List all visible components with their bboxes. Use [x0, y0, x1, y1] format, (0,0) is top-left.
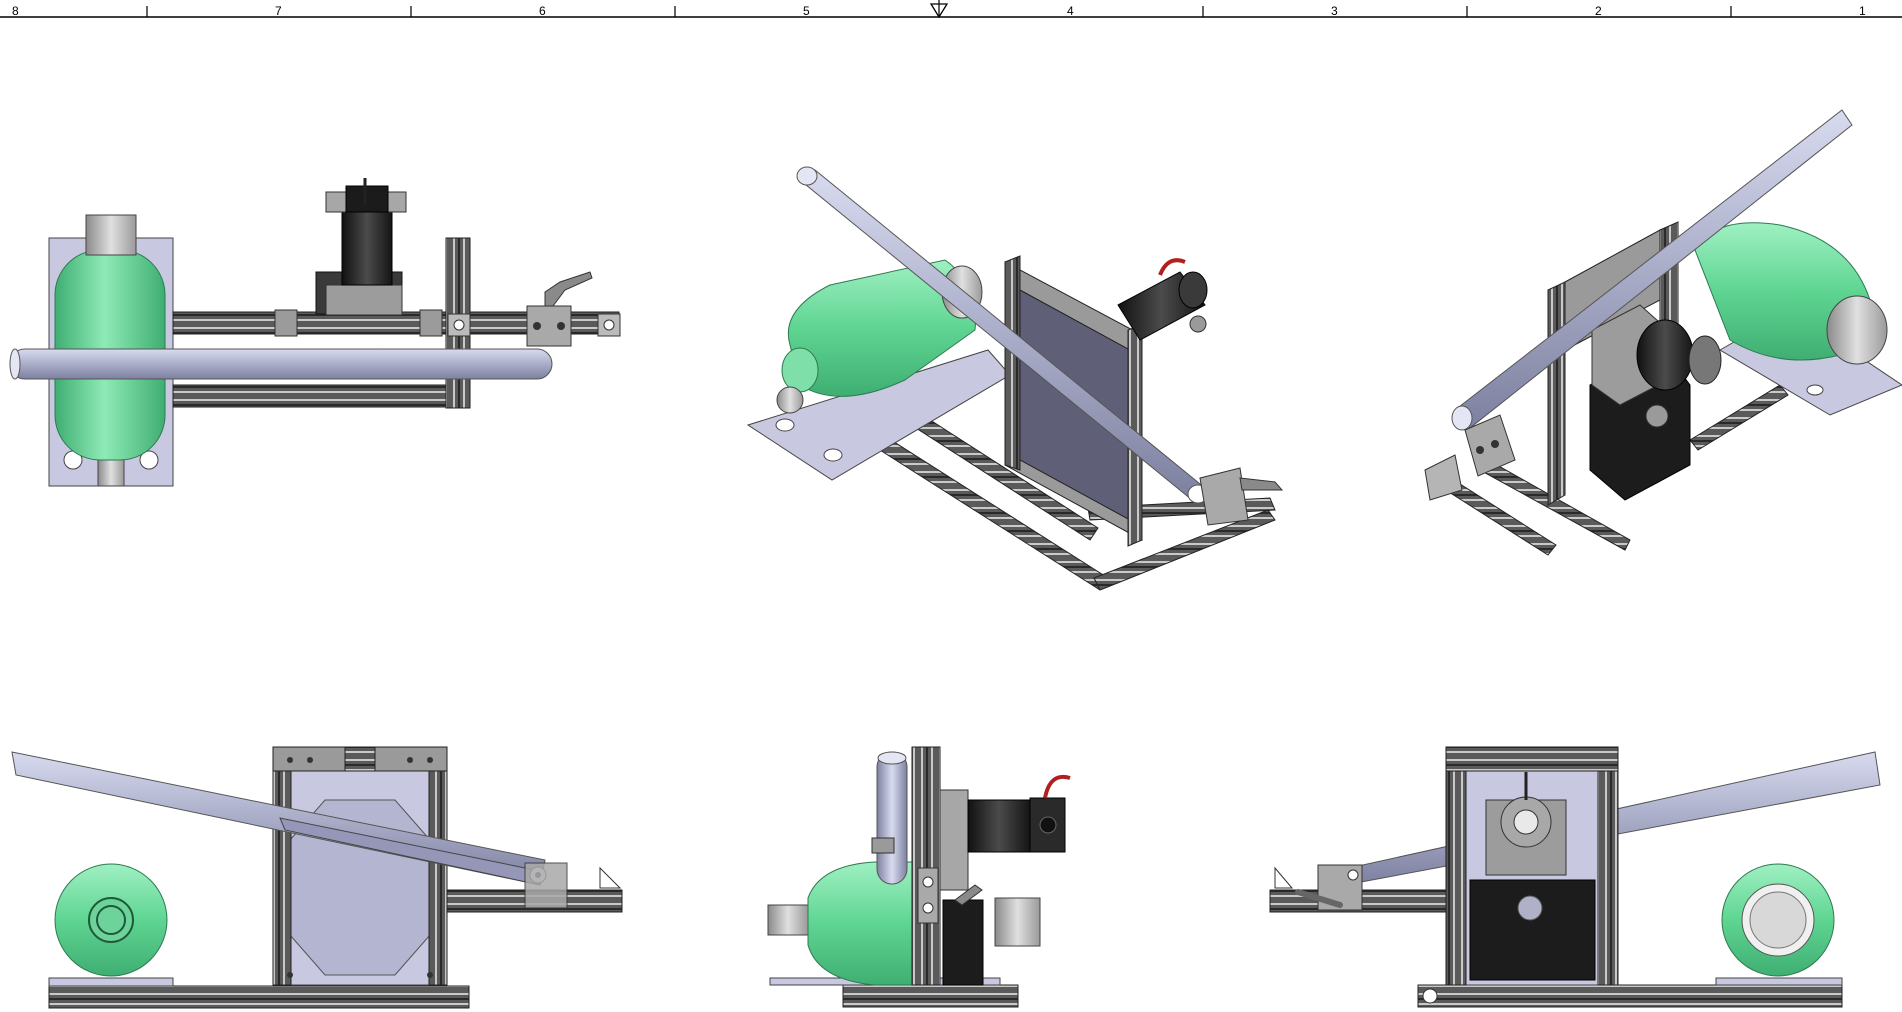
motor-housing	[1469, 879, 1596, 981]
sheet-border: 8 7 6 5 4 3 2 1	[0, 0, 1902, 19]
vessel-body	[1694, 222, 1888, 365]
base-extrusion	[842, 984, 1019, 1008]
zone-label-2: 2	[1595, 4, 1602, 18]
top-view[interactable]	[9, 178, 621, 487]
isometric-view-front[interactable]	[746, 166, 1284, 591]
motor-housing	[942, 899, 984, 986]
rod	[9, 348, 553, 380]
base-extrusion	[48, 985, 470, 1009]
vessel-neck	[85, 214, 137, 256]
zone-label-4: 4	[1067, 4, 1074, 18]
zone-label-6: 6	[539, 4, 546, 18]
zone-label-8: 8	[12, 4, 19, 18]
motor	[341, 204, 393, 286]
zone-label-7: 7	[275, 4, 282, 18]
rear-view[interactable]	[1269, 746, 1881, 1008]
front-view[interactable]	[11, 746, 623, 1009]
rod	[876, 751, 908, 885]
isometric-view-rear[interactable]	[1424, 109, 1902, 556]
motor	[967, 799, 1031, 853]
extrusion-rail-lower	[172, 384, 470, 408]
clamp-lever	[544, 271, 593, 307]
frame-upright	[911, 746, 941, 986]
zone-label-1: 1	[1859, 4, 1866, 18]
base-extrusion	[1417, 984, 1843, 1008]
side-view[interactable]	[767, 746, 1071, 1008]
motor	[1636, 319, 1694, 391]
zone-label-5: 5	[803, 4, 810, 18]
zone-label-3: 3	[1331, 4, 1338, 18]
